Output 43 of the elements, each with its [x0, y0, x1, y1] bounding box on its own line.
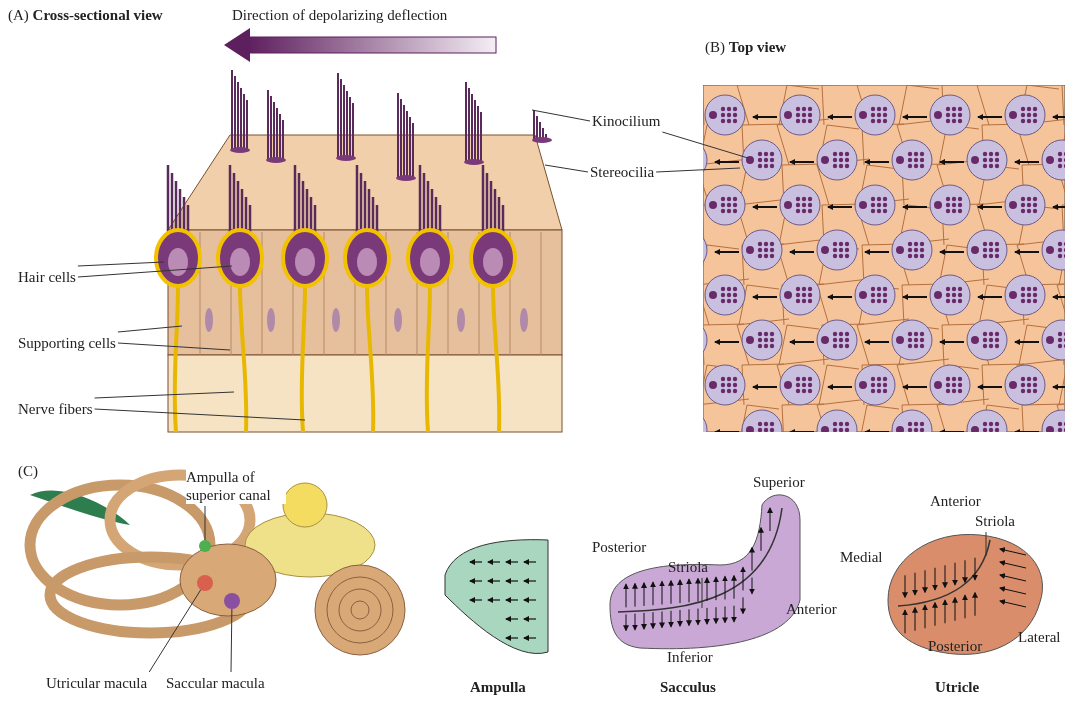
orientation-label: Anterior	[786, 600, 837, 618]
organ-caption: Sacculus	[660, 678, 716, 696]
structure-label: Striola	[975, 512, 1015, 530]
leader-line	[117, 342, 231, 351]
leader-line	[230, 608, 233, 673]
orientation-label: Posterior	[592, 538, 647, 556]
structure-label: Kinocilium	[592, 112, 661, 130]
leader-line	[661, 131, 749, 159]
direction-label: Direction of depolarizing deflection	[232, 6, 448, 24]
structure-label: Saccular macula	[166, 674, 265, 692]
structure-label: Hair cells	[18, 268, 76, 286]
orientation-label: Superior	[753, 473, 805, 491]
sensory-patch-dot	[199, 540, 211, 552]
orientation-label: Medial	[840, 548, 883, 566]
panel-label: (C)	[18, 462, 38, 480]
leader-line	[117, 325, 183, 333]
leader-line	[701, 577, 703, 609]
structure-label: Ampulla of superior canal	[186, 468, 286, 504]
leader-line	[985, 531, 987, 557]
organ-caption: Ampulla	[470, 678, 526, 696]
leader-line	[148, 589, 202, 673]
organ-caption: Utricle	[935, 678, 980, 696]
leader-line	[77, 265, 233, 278]
leader-line	[94, 408, 306, 421]
leader-line	[94, 391, 235, 399]
leader-line	[544, 164, 589, 173]
structure-label: Nerve fibers	[18, 400, 93, 418]
leader-line	[204, 505, 206, 541]
orientation-label: Posterior	[928, 637, 983, 655]
panel-title: (B) Top view	[705, 38, 787, 56]
panel-title: (A) Cross-sectional view	[8, 6, 163, 24]
structure-label: Supporting cells	[18, 334, 116, 352]
orientation-label: Inferior	[667, 648, 713, 666]
sensory-patch-dot	[197, 575, 213, 591]
structure-label: Stereocilia	[590, 163, 655, 181]
leader-line	[77, 261, 165, 267]
orientation-label: Anterior	[930, 492, 981, 510]
leader-line	[531, 109, 591, 122]
orientation-label: Lateral	[1018, 628, 1061, 646]
sensory-patch-dot	[224, 593, 240, 609]
structure-label: Striola	[668, 558, 708, 576]
leader-line	[655, 167, 741, 173]
structure-label: Utricular macula	[46, 674, 148, 692]
